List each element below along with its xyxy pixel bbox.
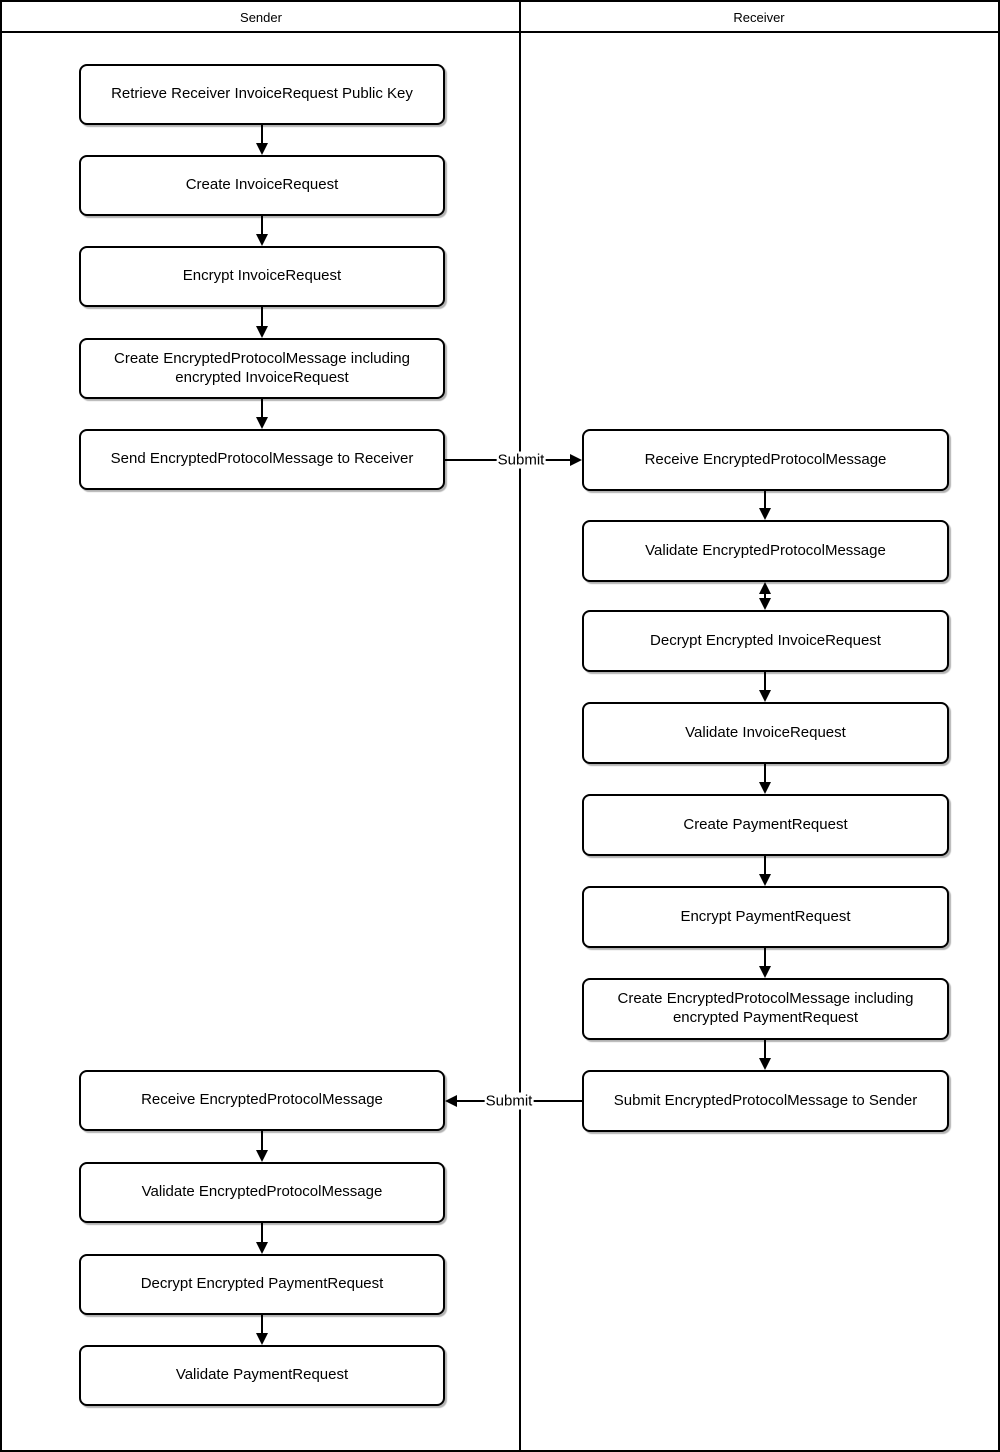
- step-box-sender-decrypt-paymentrequest: Decrypt Encrypted PaymentRequest: [79, 1254, 445, 1315]
- step-box-sender-create-encryptedprotocolmessage: Create EncryptedProtocolMessage includin…: [79, 338, 445, 399]
- step-box-sender-encrypt-invoicerequest: Encrypt InvoiceRequest: [79, 246, 445, 307]
- flow-label-submit-to-receiver: Submit: [496, 451, 546, 469]
- lane-header-receiver: Receiver: [520, 2, 998, 32]
- step-label: Send EncryptedProtocolMessage to Receive…: [110, 450, 414, 468]
- step-box-receiver-validate-invoicerequest: Validate InvoiceRequest: [582, 702, 949, 764]
- step-box-receiver-submit-encryptedprotocolmessage: Submit EncryptedProtocolMessage to Sende…: [582, 1070, 949, 1132]
- step-box-sender-create-invoicerequest: Create InvoiceRequest: [79, 155, 445, 216]
- arrow-sender-1-to-2: [256, 125, 268, 155]
- step-label: Receive EncryptedProtocolMessage: [644, 450, 887, 468]
- step-label: Encrypt InvoiceRequest: [182, 267, 342, 285]
- step-label: Submit EncryptedProtocolMessage to Sende…: [613, 1091, 918, 1109]
- arrow-receiver-4-to-5: [759, 764, 771, 794]
- step-label: Create InvoiceRequest: [185, 176, 339, 194]
- lane-title-receiver: Receiver: [733, 9, 785, 25]
- step-label: Validate EncryptedProtocolMessage: [141, 1183, 383, 1201]
- step-box-receiver-validate-encryptedprotocolmessage: Validate EncryptedProtocolMessage: [582, 520, 949, 582]
- arrow-sender-2-to-3: [256, 216, 268, 246]
- step-box-sender-send-encryptedprotocolmessage: Send EncryptedProtocolMessage to Receive…: [79, 429, 445, 490]
- arrow-sender-4-to-5: [256, 399, 268, 429]
- step-label: Create PaymentRequest: [683, 815, 848, 833]
- step-box-receiver-receive-encryptedprotocolmessage: Receive EncryptedProtocolMessage: [582, 429, 949, 491]
- step-label: Decrypt Encrypted InvoiceRequest: [650, 631, 881, 649]
- step-label: Receive EncryptedProtocolMessage: [141, 1091, 383, 1109]
- step-box-sender-validate-paymentrequest: Validate PaymentRequest: [79, 1345, 445, 1406]
- flow-label-submit-to-sender: Submit: [484, 1092, 534, 1110]
- arrow-receiver-5-to-6: [759, 856, 771, 886]
- arrow-receiver-1-to-2: [759, 491, 771, 520]
- lane-header-sender: Sender: [2, 2, 520, 32]
- arrow-receiver-3-to-4: [759, 672, 771, 702]
- step-box-receiver-create-encryptedprotocolmessage: Create EncryptedProtocolMessage includin…: [582, 978, 949, 1040]
- step-label: Create EncryptedProtocolMessage includin…: [617, 990, 914, 1026]
- step-box-receiver-decrypt-invoicerequest: Decrypt Encrypted InvoiceRequest: [582, 610, 949, 672]
- lane-title-sender: Sender: [240, 9, 282, 25]
- step-label: Create EncryptedProtocolMessage includin…: [114, 349, 410, 386]
- lane-divider: [519, 2, 521, 1450]
- step-label: Decrypt Encrypted PaymentRequest: [140, 1275, 384, 1293]
- arrow-receiver-6-to-7: [759, 948, 771, 978]
- arrow-receiver-7-to-8: [759, 1040, 771, 1070]
- step-box-receiver-create-paymentrequest: Create PaymentRequest: [582, 794, 949, 856]
- lane-header-separator: [2, 31, 998, 33]
- step-label: Validate InvoiceRequest: [685, 723, 846, 741]
- step-box-sender-receive-encryptedprotocolmessage: Receive EncryptedProtocolMessage: [79, 1070, 445, 1131]
- step-label: Validate EncryptedProtocolMessage: [645, 541, 886, 559]
- arrow-receiver-2-to-3-bidirectional: [759, 582, 771, 610]
- arrow-sender-6-to-7: [256, 1131, 268, 1162]
- step-box-sender-validate-encryptedprotocolmessage: Validate EncryptedProtocolMessage: [79, 1162, 445, 1223]
- arrow-sender-3-to-4: [256, 307, 268, 338]
- step-label: Retrieve Receiver InvoiceRequest Public …: [111, 85, 413, 103]
- step-box-receiver-encrypt-paymentrequest: Encrypt PaymentRequest: [582, 886, 949, 948]
- arrow-sender-7-to-8: [256, 1223, 268, 1254]
- step-label: Encrypt PaymentRequest: [680, 907, 851, 925]
- step-box-sender-retrieve-public-key: Retrieve Receiver InvoiceRequest Public …: [79, 64, 445, 125]
- arrow-sender-8-to-9: [256, 1315, 268, 1345]
- step-label: Validate PaymentRequest: [175, 1366, 349, 1384]
